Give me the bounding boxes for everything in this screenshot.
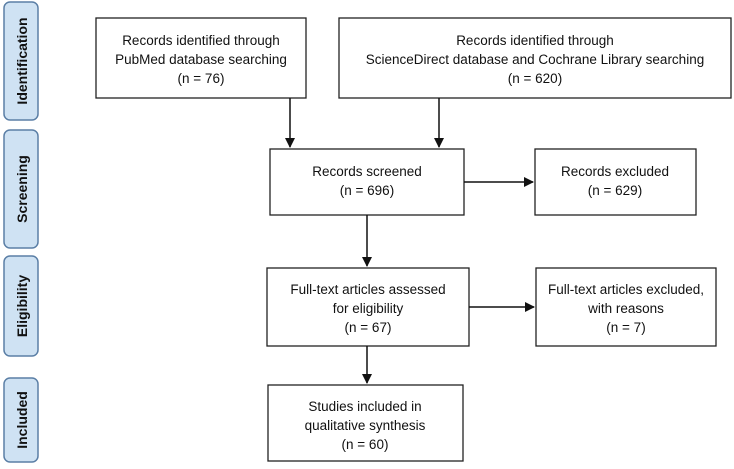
box-fulltext-excluded-line-1: Full-text articles excluded, xyxy=(548,282,704,297)
box-sciencedirect-line-1: Records identified through xyxy=(456,33,614,48)
stage-included-box xyxy=(3,377,39,463)
box-fulltext-excluded-frame xyxy=(535,267,717,347)
box-excluded-line-1: Records excluded xyxy=(561,164,669,179)
box-sciencedirect-frame xyxy=(338,17,732,99)
stage-included-label: Included xyxy=(14,391,30,449)
stage-screening-label: Screening xyxy=(14,155,30,223)
stage-eligibility: Eligibility xyxy=(3,255,39,357)
box-fulltext-excluded: Full-text articles excluded, with reason… xyxy=(535,267,717,347)
stage-identification-box xyxy=(3,1,39,121)
box-fulltext-assessed-frame xyxy=(266,267,470,347)
box-fulltext-assessed-line-3: (n = 67) xyxy=(345,320,392,335)
stage-included: Included xyxy=(3,377,39,463)
box-pubmed: Records identified through PubMed databa… xyxy=(95,17,307,99)
box-screened-line-1: Records screened xyxy=(312,164,422,179)
box-pubmed-line-3: (n = 76) xyxy=(178,71,225,86)
box-sciencedirect: Records identified through ScienceDirect… xyxy=(338,17,732,99)
box-included-line-2: qualitative synthesis xyxy=(305,418,426,433)
box-screened-frame xyxy=(269,148,465,216)
stage-screening: Screening xyxy=(3,129,39,249)
box-sciencedirect-line-3: (n = 620) xyxy=(508,71,562,86)
box-fulltext-excluded-line-2: with reasons xyxy=(587,301,664,316)
box-included-frame xyxy=(267,384,464,462)
box-included: Studies included in qualitative synthesi… xyxy=(267,384,464,462)
stage-identification: Identification xyxy=(3,1,39,121)
box-pubmed-line-1: Records identified through xyxy=(122,33,280,48)
box-pubmed-frame xyxy=(95,17,307,99)
stage-identification-label: Identification xyxy=(14,17,30,104)
box-fulltext-excluded-line-3: (n = 7) xyxy=(606,320,645,335)
box-sciencedirect-line-2: ScienceDirect database and Cochrane Libr… xyxy=(366,52,704,67)
box-included-line-3: (n = 60) xyxy=(342,437,389,452)
box-screened: Records screened (n = 696) xyxy=(269,148,465,216)
box-fulltext-assessed-line-1: Full-text articles assessed xyxy=(290,282,445,297)
box-fulltext-assessed-line-2: for eligibility xyxy=(333,301,404,316)
stage-eligibility-box xyxy=(3,255,39,357)
box-screened-line-2: (n = 696) xyxy=(340,183,394,198)
box-included-line-1: Studies included in xyxy=(308,399,421,414)
box-excluded: Records excluded (n = 629) xyxy=(534,148,697,216)
stage-eligibility-label: Eligibility xyxy=(14,275,30,337)
stage-screening-box xyxy=(3,129,39,249)
box-excluded-line-2: (n = 629) xyxy=(588,183,642,198)
box-fulltext-assessed: Full-text articles assessed for eligibil… xyxy=(266,267,470,347)
box-excluded-frame xyxy=(534,148,697,216)
box-pubmed-line-2: PubMed database searching xyxy=(115,52,287,67)
